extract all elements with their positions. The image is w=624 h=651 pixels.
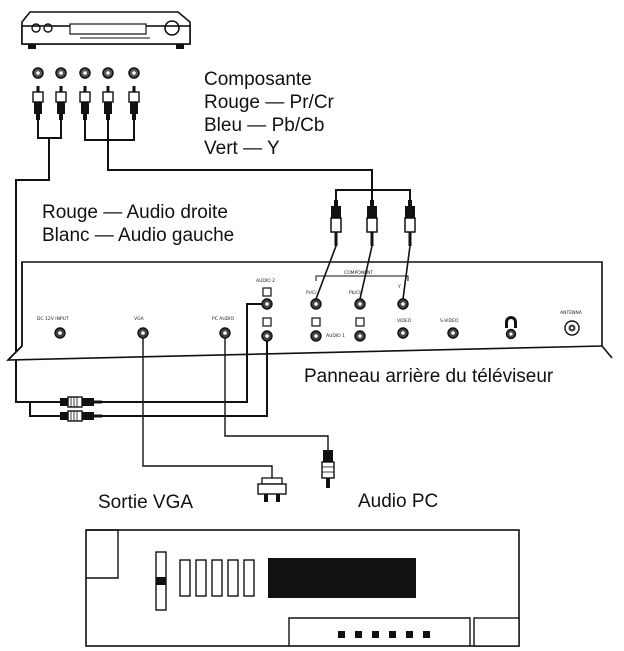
dvd-button-icon	[31, 23, 41, 33]
audio1-marker	[311, 317, 321, 327]
dvd-player	[21, 11, 191, 49]
panel-label-s-video: S-VIDEO	[440, 318, 459, 324]
audio-legend-left: Blanc — Audio gauche	[42, 225, 234, 246]
pc-audio-label: Audio PC	[358, 491, 438, 512]
tv-panel-caption: Panneau arrière du téléviseur	[304, 366, 554, 387]
audio-legend-right: Rouge — Audio droite	[42, 202, 228, 223]
dvd-output-jacks	[32, 67, 140, 79]
dvd-knob-icon	[164, 20, 180, 36]
pc-slot	[243, 559, 255, 597]
pc-vga-out-label: Sortie VGA	[98, 492, 193, 513]
panel-label-y: Y	[397, 284, 401, 290]
audio-rca-plugs	[60, 396, 102, 422]
pc-slot	[211, 559, 223, 597]
panel-label-pb: Pb/Cb	[349, 290, 362, 296]
headphone-icon	[505, 316, 517, 328]
panel-label-audio2: AUDIO 2	[256, 278, 275, 284]
panel-label-pr: Pr/Cr	[306, 290, 317, 296]
audio1-marker	[355, 317, 365, 327]
dvd-button-icon	[43, 23, 53, 33]
panel-label-component: COMPONENT	[344, 270, 373, 276]
audio-cable	[15, 120, 62, 417]
panel-label-vga: VGA	[134, 316, 145, 322]
pc-vent	[268, 558, 416, 598]
panel-label-antenna: ANTENNA	[560, 310, 583, 316]
pc-rear-panel	[85, 529, 520, 647]
dvd-tray	[69, 23, 147, 35]
component-legend-red: Rouge — Pr/Cr	[204, 92, 335, 113]
panel-label-video: VIDEO	[397, 318, 412, 324]
panel-label-pc-audio: PC AUDIO	[212, 316, 234, 322]
pc-audio-plug	[321, 450, 335, 488]
component-legend-title: Composante	[204, 69, 312, 90]
tv-rear-panel	[6, 261, 613, 361]
audio2-marker	[262, 317, 272, 327]
audio2-marker	[262, 287, 272, 297]
component-cable	[84, 120, 411, 200]
pc-slot	[195, 559, 207, 597]
component-plugs	[330, 200, 416, 246]
component-legend-blue: Bleu — Pb/Cb	[204, 115, 324, 136]
pc-slot	[179, 559, 191, 597]
component-legend-green: Vert — Y	[204, 138, 280, 159]
pc-slot	[227, 559, 239, 597]
panel-label-dc-input: DC 12V INPUT	[37, 316, 69, 322]
panel-label-audio1: AUDIO 1	[326, 333, 345, 339]
vga-plug	[257, 477, 287, 502]
dvd-rca-plugs	[32, 86, 140, 120]
